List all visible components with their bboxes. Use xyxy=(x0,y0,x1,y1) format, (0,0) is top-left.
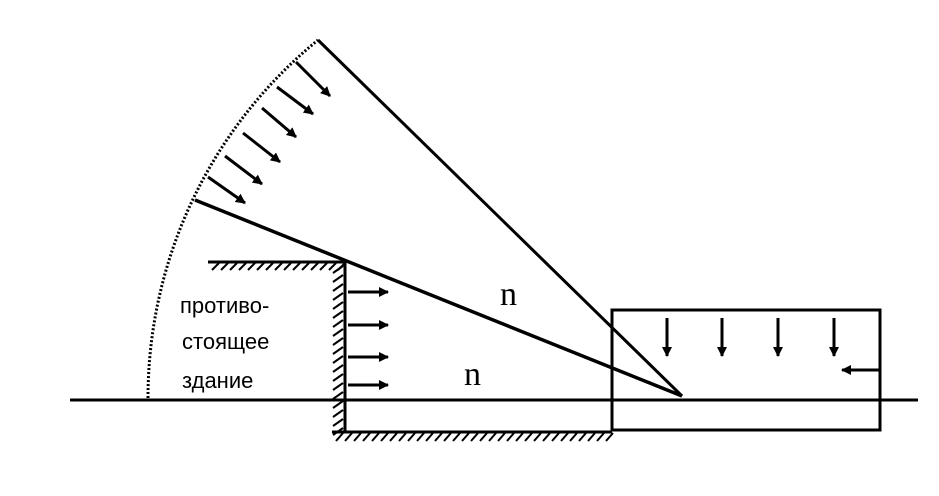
sky-arrows xyxy=(207,60,332,205)
sky-arrow xyxy=(276,85,314,116)
opposing-building xyxy=(208,260,614,442)
hatch-mark xyxy=(332,382,344,391)
hatch-mark xyxy=(578,432,587,442)
hatch-mark xyxy=(220,262,229,271)
hatch-mark xyxy=(256,262,265,271)
hatch-mark xyxy=(292,262,301,271)
hatch-mark xyxy=(332,265,344,274)
hatch-mark xyxy=(389,432,398,442)
facade-arrows xyxy=(348,287,389,390)
hatch-mark xyxy=(344,432,353,442)
hatch-mark xyxy=(470,432,479,442)
hatch-mark xyxy=(533,432,542,442)
hatch-mark xyxy=(434,432,443,442)
sky-arrow xyxy=(242,131,281,164)
hatch-mark xyxy=(332,283,344,292)
hatch-mark xyxy=(332,292,344,301)
hatch-mark xyxy=(524,432,533,442)
hatch-mark xyxy=(332,409,344,418)
hatch-mark xyxy=(229,262,238,271)
hatch-mark xyxy=(332,427,344,436)
hatch-mark xyxy=(332,319,344,328)
hatch-mark xyxy=(569,432,578,442)
label-n-lower: n xyxy=(464,356,481,393)
hatch-mark xyxy=(247,262,256,271)
hatch-mark xyxy=(416,432,425,442)
sector-line xyxy=(316,38,684,398)
hatch-mark xyxy=(332,301,344,310)
hatch-mark xyxy=(551,432,560,442)
hatch-mark xyxy=(506,432,515,442)
building-label-line3: здание xyxy=(182,368,253,393)
hatch-mark xyxy=(332,346,344,355)
sky-arrow xyxy=(294,60,332,98)
hatch-mark xyxy=(274,262,283,271)
hatch-mark xyxy=(362,432,371,442)
hatch-mark xyxy=(407,432,416,442)
hatch-mark xyxy=(310,262,319,271)
obstruction-line xyxy=(194,198,683,398)
hatch-mark xyxy=(332,400,344,409)
hatch-mark xyxy=(332,364,344,373)
hatch-mark xyxy=(488,432,497,442)
label-n-upper: n xyxy=(500,276,517,313)
hatch-mark xyxy=(332,310,344,319)
hatch-mark xyxy=(443,432,452,442)
room-box xyxy=(610,308,882,432)
hatch-mark xyxy=(452,432,461,442)
sky-arrow xyxy=(207,175,246,205)
room-arrows xyxy=(662,318,880,375)
sky-arrow xyxy=(224,154,263,186)
hatch-mark xyxy=(332,391,344,400)
sky-arc xyxy=(146,38,319,399)
hatch-mark xyxy=(605,432,614,442)
hatch-mark xyxy=(332,373,344,382)
hatch-mark xyxy=(332,355,344,364)
hatch-mark xyxy=(461,432,470,442)
hatch-mark xyxy=(371,432,380,442)
hatch-mark xyxy=(425,432,434,442)
hatch-mark xyxy=(515,432,524,442)
hatch-mark xyxy=(497,432,506,442)
hatching xyxy=(211,262,614,442)
hatch-mark xyxy=(587,432,596,442)
hatch-mark xyxy=(380,432,389,442)
hatch-mark xyxy=(332,418,344,427)
hatch-mark xyxy=(353,432,362,442)
hatch-mark xyxy=(328,262,337,271)
hatch-mark xyxy=(265,262,274,271)
hatch-mark xyxy=(332,337,344,346)
hatch-mark xyxy=(301,262,310,271)
hatch-mark xyxy=(211,262,220,271)
hatch-mark xyxy=(238,262,247,271)
hatch-mark xyxy=(335,432,344,442)
hatch-mark xyxy=(332,274,344,283)
building-label-line2: стоящее xyxy=(182,329,269,354)
hatch-mark xyxy=(596,432,605,442)
hatch-mark xyxy=(283,262,292,271)
building-label-line1: противо- xyxy=(180,293,269,318)
hatch-mark xyxy=(398,432,407,442)
hatch-mark xyxy=(542,432,551,442)
sky-arrow xyxy=(261,106,297,139)
hatch-mark xyxy=(319,262,328,271)
hatch-mark xyxy=(479,432,488,442)
hatch-mark xyxy=(332,328,344,337)
hatch-mark xyxy=(560,432,569,442)
